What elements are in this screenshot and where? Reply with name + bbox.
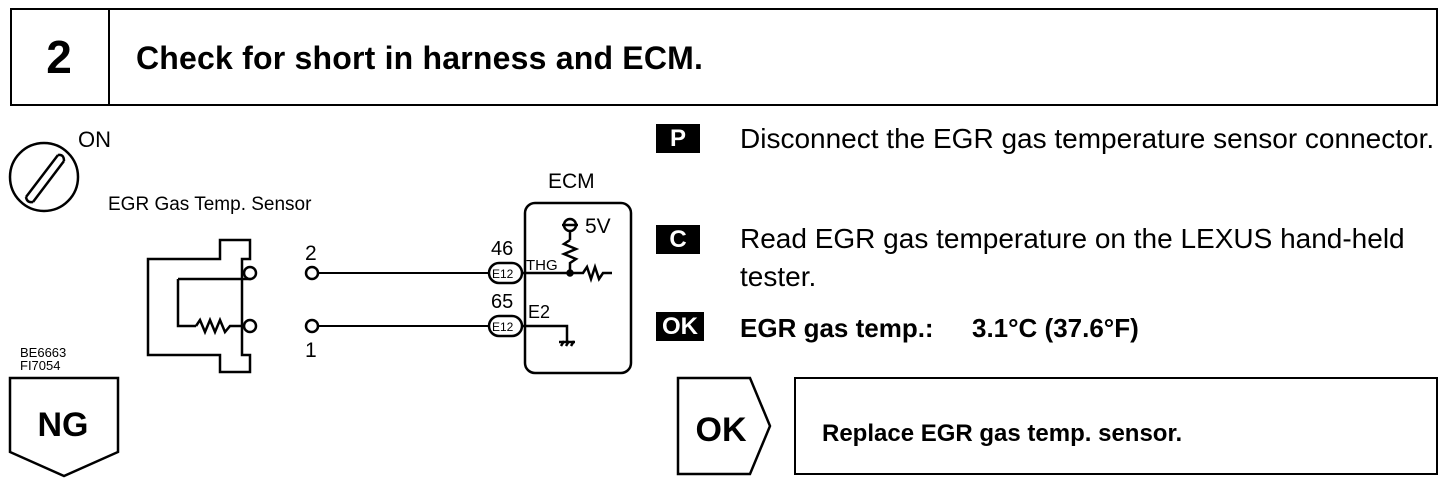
instruction-text-c: Read EGR gas temperature on the LEXUS ha… [740, 223, 1405, 292]
supply-label: 5V [585, 215, 611, 238]
instruction-badge-c: C [656, 225, 700, 254]
egr-sensor-symbol [146, 238, 258, 374]
sensor-label: EGR Gas Temp. Sensor [108, 194, 312, 215]
step-title: Check for short in harness and ECM. [136, 40, 704, 76]
signal-bottom-label: E2 [528, 302, 550, 322]
wiring-diagram: ON EGR Gas Temp. Sensor ECM 5V 2 1 46 65… [8, 127, 633, 375]
connector-bottom-label: E12 [492, 320, 514, 334]
instruction-text-p: Disconnect the EGR gas temperature senso… [740, 123, 1435, 154]
ref-code-2: FI7054 [20, 358, 60, 373]
ignition-label: ON [78, 127, 111, 152]
ecm-label: ECM [548, 170, 595, 193]
ref-code-1: BE6663 [20, 345, 66, 360]
ng-label: NG [37, 406, 89, 444]
ok-result-text: Replace EGR gas temp. sensor. [822, 420, 1183, 447]
spec-value: 3.1°C (37.6°F) [972, 313, 1139, 343]
instruction-badge-p: P [656, 124, 700, 153]
ecm-pin-top: 46 [491, 238, 513, 260]
connector-top-label: E12 [492, 267, 514, 281]
step-header [10, 8, 1438, 106]
sensor-pin-bottom: 1 [305, 339, 317, 362]
ecm-pin-bottom: 65 [491, 291, 513, 313]
spec-label: EGR gas temp.: [740, 313, 934, 343]
ng-arrow-icon [8, 376, 120, 478]
ok-arrow-icon [676, 376, 772, 476]
ignition-key-icon [8, 141, 80, 213]
sensor-pin-top: 2 [305, 242, 317, 265]
ok-branch-label: OK [695, 411, 747, 449]
harness-wires [304, 265, 489, 334]
ecm-box [487, 201, 633, 375]
ok-result-box [794, 377, 1438, 475]
signal-top-label: THG [526, 257, 558, 274]
step-number: 2 [10, 8, 110, 106]
spec-badge-ok: OK [656, 312, 704, 341]
